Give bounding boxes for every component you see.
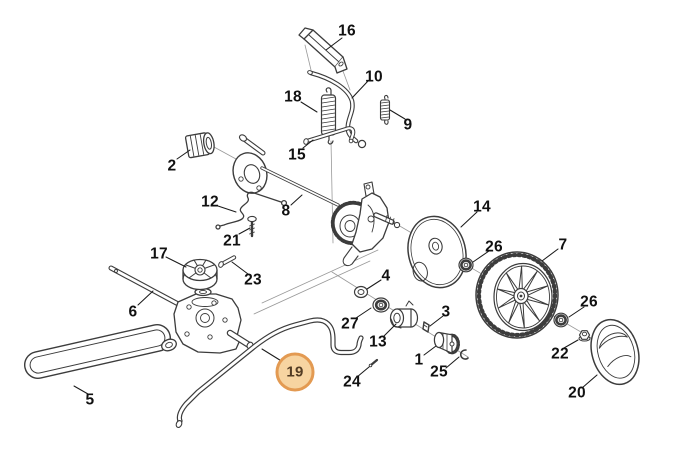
part-nut-drawing — [578, 330, 591, 342]
part-clip25-drawing — [459, 349, 469, 360]
part-clip3-drawing — [422, 321, 430, 333]
part-pin23-drawing — [218, 255, 237, 268]
callout-25[interactable]: 25 — [430, 363, 448, 381]
part-hubcap-drawing — [590, 318, 640, 386]
part-bushing-drawing — [184, 132, 215, 159]
callout-14[interactable]: 14 — [473, 198, 491, 216]
callout-4[interactable]: 4 — [381, 267, 391, 285]
callout-19-highlighted[interactable]: 19 — [275, 352, 315, 392]
callout-20[interactable]: 20 — [568, 384, 586, 402]
callout-21[interactable]: 21 — [223, 232, 241, 250]
part-ring26-left-drawing — [458, 257, 474, 273]
callout-13[interactable]: 13 — [369, 333, 387, 351]
part-axle-drawing — [260, 166, 340, 207]
callout-17[interactable]: 17 — [150, 245, 168, 263]
part-belt-drawing — [24, 323, 171, 380]
part-spring9-drawing — [379, 94, 391, 125]
callout-10[interactable]: 10 — [365, 68, 383, 86]
part-gearbox-drawing — [161, 287, 254, 354]
callout-2[interactable]: 2 — [167, 157, 177, 175]
callout-18[interactable]: 18 — [284, 88, 302, 106]
callout-15[interactable]: 15 — [288, 146, 306, 164]
part-rod10-drawing — [307, 70, 367, 149]
part-control-bar-drawing — [175, 317, 364, 428]
part-rod15-drawing — [303, 126, 356, 145]
callout-6[interactable]: 6 — [128, 303, 138, 321]
callout-26[interactable]: 26 — [485, 238, 503, 256]
callout-23[interactable]: 23 — [244, 271, 262, 289]
part-pulley-drawing — [182, 258, 218, 291]
part-pin24-drawing — [368, 358, 379, 368]
callout-16[interactable]: 16 — [338, 22, 356, 40]
callout-7[interactable]: 7 — [558, 236, 568, 254]
part-screw-drawing — [247, 215, 257, 238]
callout-12[interactable]: 12 — [201, 193, 219, 211]
part-hub-drawing — [389, 300, 419, 329]
callout-24[interactable]: 24 — [343, 373, 361, 391]
callout-9[interactable]: 9 — [403, 116, 413, 134]
callout-5[interactable]: 5 — [85, 391, 95, 409]
part-disc-drawing — [407, 215, 467, 289]
part-adjuster-gear-drawing — [330, 181, 401, 267]
part-pivot-plate-drawing — [232, 134, 268, 194]
part-wheel-drawing — [475, 251, 559, 339]
callout-26[interactable]: 26 — [580, 293, 598, 311]
callout-8[interactable]: 8 — [281, 202, 291, 220]
part-pinion-drawing — [433, 331, 461, 355]
callout-22[interactable]: 22 — [551, 345, 569, 363]
callout-27[interactable]: 27 — [341, 315, 359, 333]
part-bearing-drawing — [372, 297, 390, 313]
part-ring26-right-drawing — [553, 312, 569, 328]
part-bracket-drawing — [298, 27, 348, 74]
callout-1[interactable]: 1 — [414, 351, 424, 369]
part-wire-drawing — [215, 191, 288, 230]
part-washer-drawing — [353, 285, 369, 299]
callout-3[interactable]: 3 — [441, 303, 451, 321]
